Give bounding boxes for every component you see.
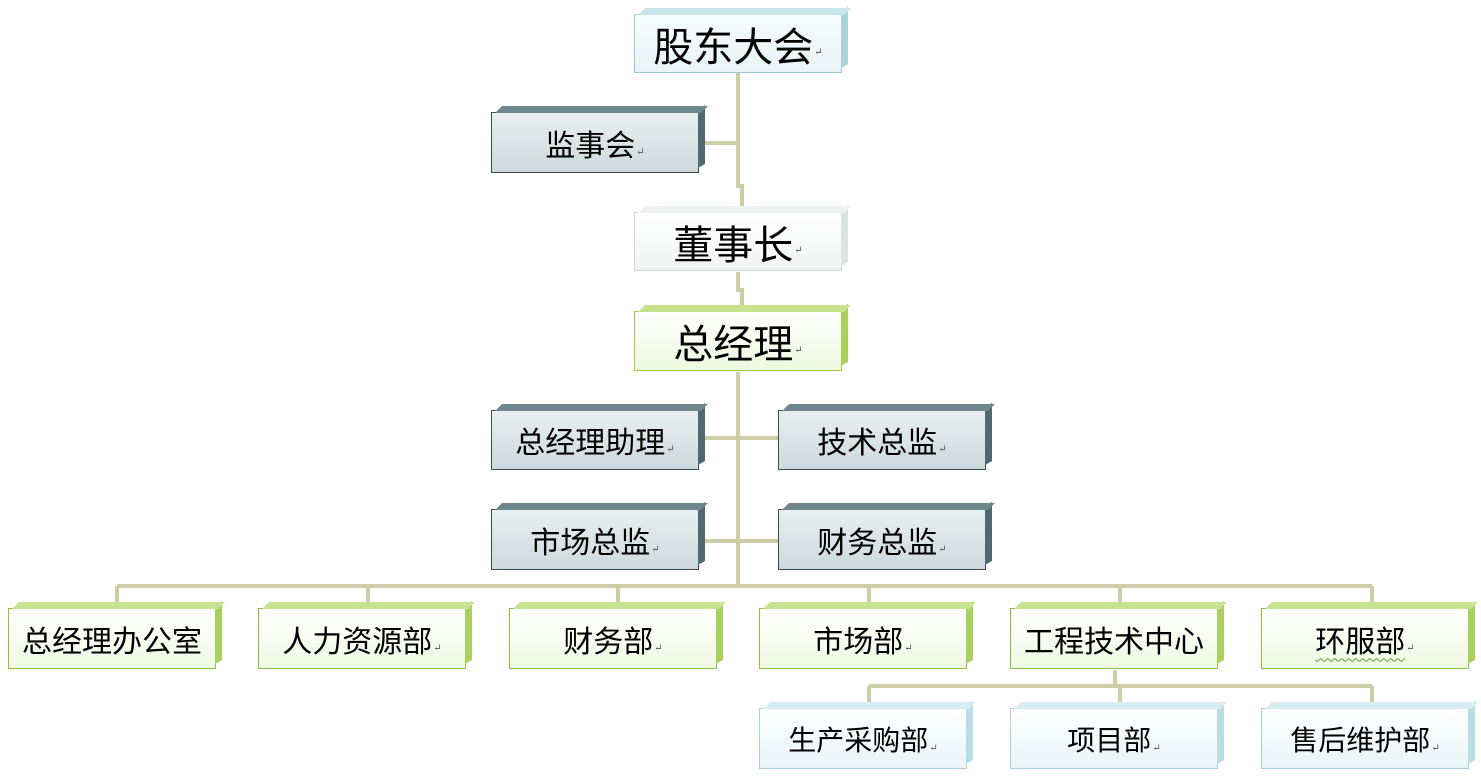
box-top xyxy=(1014,702,1227,709)
paragraph-mark: ↵ xyxy=(814,47,823,58)
paragraph-mark: ↵ xyxy=(794,345,803,356)
box-top xyxy=(1014,602,1227,609)
node-label: 人力资源部 xyxy=(282,624,433,660)
box-top xyxy=(638,8,851,15)
box-top xyxy=(763,602,976,609)
box-top xyxy=(638,206,851,213)
node-label: 项目部 xyxy=(1067,723,1152,757)
paragraph-mark: ↵ xyxy=(666,444,675,455)
node-technical-director[interactable]: 技术总监↵ xyxy=(778,402,995,470)
node-label: 股东大会 xyxy=(653,24,814,71)
paragraph-mark: ↵ xyxy=(651,544,660,555)
box-top xyxy=(782,404,995,411)
node-label: 总经理办公室 xyxy=(22,624,202,660)
node-label: 总经理助理 xyxy=(515,426,666,461)
box-side xyxy=(841,204,848,266)
node-label: 财务总监 xyxy=(817,525,938,561)
node-after-sales[interactable]: 售后维护部↵ xyxy=(1261,700,1478,769)
node-supervisors[interactable]: 监事会↵ xyxy=(491,104,708,173)
node-label: 财务部 xyxy=(563,624,654,660)
node-label: 市场部 xyxy=(813,624,904,660)
node-chairman[interactable]: 董事长↵ xyxy=(634,204,851,271)
node-finance-director[interactable]: 财务总监↵ xyxy=(778,501,995,570)
box-side xyxy=(841,6,848,68)
box-top xyxy=(638,305,851,312)
node-label: 技术总监 xyxy=(817,426,938,461)
box-top xyxy=(513,602,726,609)
box-top xyxy=(1265,702,1478,709)
box-side xyxy=(698,501,705,565)
box-top xyxy=(763,702,976,709)
node-env-service-dept[interactable]: 环服部↵ xyxy=(1261,600,1478,669)
node-engineering-center[interactable]: 工程技术中心 xyxy=(1010,600,1227,669)
connector-shareholders-chairman xyxy=(736,72,744,208)
connector-chairman-gm xyxy=(736,272,744,306)
box-side xyxy=(985,501,992,565)
box-side xyxy=(698,104,705,168)
paragraph-mark: ↵ xyxy=(929,743,938,754)
node-label: 售后维护部 xyxy=(1290,723,1431,757)
box-top xyxy=(495,503,708,510)
node-finance-dept[interactable]: 财务部↵ xyxy=(509,600,726,669)
paragraph-mark: ↵ xyxy=(1431,743,1440,754)
node-label: 生产采购部 xyxy=(788,723,929,757)
box-side xyxy=(215,600,222,664)
paragraph-mark: ↵ xyxy=(938,544,947,555)
box-side xyxy=(966,700,973,764)
node-label: 市场总监 xyxy=(530,525,651,561)
node-shareholders[interactable]: 股东大会↵ xyxy=(634,6,851,73)
box-side xyxy=(841,303,848,366)
box-side xyxy=(1217,600,1224,664)
box-side xyxy=(985,402,992,465)
node-label: 环服部 xyxy=(1315,624,1406,660)
box-top xyxy=(782,503,995,510)
box-side xyxy=(966,600,973,664)
box-side xyxy=(698,402,705,465)
node-hr-dept[interactable]: 人力资源部↵ xyxy=(258,600,475,669)
node-production-purchasing[interactable]: 生产采购部↵ xyxy=(759,700,976,769)
box-side xyxy=(1468,700,1475,764)
box-side xyxy=(1468,600,1475,664)
node-label: 监事会 xyxy=(545,128,636,164)
paragraph-mark: ↵ xyxy=(654,643,663,654)
paragraph-mark: ↵ xyxy=(938,444,947,455)
paragraph-mark: ↵ xyxy=(636,147,645,158)
node-general-manager[interactable]: 总经理↵ xyxy=(634,303,851,371)
box-top xyxy=(12,602,225,609)
box-side xyxy=(465,600,472,664)
paragraph-mark: ↵ xyxy=(1152,743,1161,754)
node-gm-office[interactable]: 总经理办公室 xyxy=(8,600,225,669)
node-gm-assistant[interactable]: 总经理助理↵ xyxy=(491,402,708,470)
box-top xyxy=(495,106,708,113)
node-marketing-director[interactable]: 市场总监↵ xyxy=(491,501,708,570)
paragraph-mark: ↵ xyxy=(794,245,803,256)
paragraph-mark: ↵ xyxy=(433,643,442,654)
box-side xyxy=(1217,700,1224,764)
node-marketing-dept[interactable]: 市场部↵ xyxy=(759,600,976,669)
node-label: 董事长 xyxy=(673,222,794,269)
node-project-dept[interactable]: 项目部↵ xyxy=(1010,700,1227,769)
box-side xyxy=(716,600,723,664)
box-top xyxy=(1265,602,1478,609)
box-top xyxy=(262,602,475,609)
box-top xyxy=(495,404,708,411)
paragraph-mark: ↵ xyxy=(1406,643,1415,654)
node-label: 工程技术中心 xyxy=(1024,624,1204,660)
node-label: 总经理 xyxy=(673,322,794,368)
paragraph-mark: ↵ xyxy=(904,643,913,654)
